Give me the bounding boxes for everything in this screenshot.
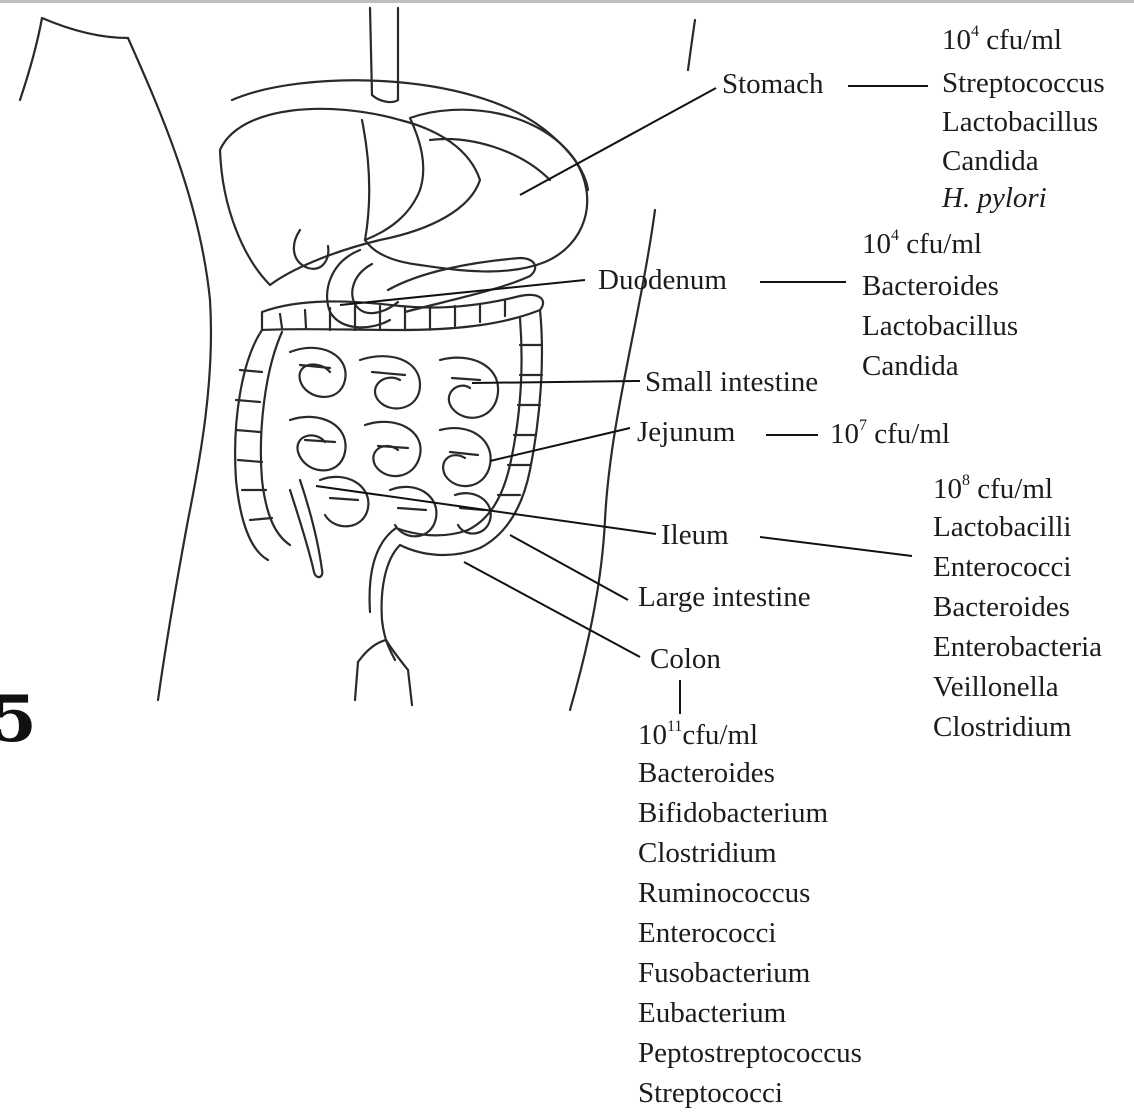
page-fragment-character: 5 [0, 688, 37, 752]
stomach-organism: Lactobacillus [942, 103, 1105, 142]
stomach-count-unit: cfu/ml [979, 24, 1062, 56]
ileum-count-base: 10 [933, 473, 962, 505]
leader-duodenum [340, 280, 585, 305]
colon-organism: Fusobacterium [638, 953, 862, 993]
leader-stomach [520, 88, 716, 195]
label-small-intestine: Small intestine [645, 368, 818, 397]
colon-organism: Bifidobacterium [638, 793, 862, 833]
esophagus [370, 8, 398, 100]
colon-count-unit: cfu/ml [682, 719, 758, 751]
label-ileum: Ileum [661, 521, 729, 550]
descending-haustra [498, 345, 542, 495]
ileum-organism: Clostridium [933, 707, 1102, 747]
label-large-intestine: Large intestine [638, 583, 811, 612]
jejunum-count-unit: cfu/ml [867, 418, 950, 450]
torso-left-side [128, 38, 211, 700]
colon-count-base: 10 [638, 719, 667, 751]
connector-ileum [760, 537, 912, 556]
colon-organism: Clostridium [638, 833, 862, 873]
stomach-count-base: 10 [942, 24, 971, 56]
ileum-count-unit: cfu/ml [970, 473, 1053, 505]
colon-organism: Peptostreptococcus [638, 1033, 862, 1073]
ileum-count-exponent: 8 [962, 472, 970, 489]
colon-organism-list: BacteroidesBifidobacteriumClostridiumRum… [638, 753, 862, 1113]
colon-count-exponent: 11 [667, 718, 682, 735]
jejunum-count-exponent: 7 [859, 417, 867, 434]
label-jejunum: Jejunum [637, 418, 735, 447]
duodenum-organism: Bacteroides [862, 266, 1018, 306]
colon-organism: Eubacterium [638, 993, 862, 1033]
stomach-organism: Candida [942, 142, 1105, 181]
colon-organism: Ruminococcus [638, 873, 862, 913]
duodenum-organism-list: BacteroidesLactobacillusCandida [862, 266, 1018, 386]
liver [220, 109, 480, 285]
ileum-organism: Enterobacteria [933, 627, 1102, 667]
colon-organism: Enterococci [638, 913, 862, 953]
duodenum-count-exponent: 4 [891, 227, 899, 244]
stomach-organism-list: StreptococcusLactobacillusCandida [942, 64, 1105, 181]
appendix [290, 480, 322, 577]
torso-right-shoulder [688, 20, 695, 70]
stomach-organism: Streptococcus [942, 64, 1105, 103]
pancreas [388, 258, 535, 312]
ileum-organism: Lactobacilli [933, 507, 1102, 547]
pelvis-line [358, 640, 408, 670]
duodenum-organ [327, 250, 398, 327]
duodenum-count-base: 10 [862, 228, 891, 260]
jejunum-count-base: 10 [830, 418, 859, 450]
ileum-count: 108 cfu/ml [933, 475, 1053, 504]
colon-count: 1011cfu/ml [638, 721, 758, 750]
torso-left-outline [20, 18, 42, 100]
leader-jejunum [490, 428, 630, 461]
label-colon: Colon [650, 645, 721, 674]
stomach-count: 104 cfu/ml [942, 26, 1062, 55]
ileum-organism: Veillonella [933, 667, 1102, 707]
label-stomach: Stomach [722, 70, 824, 99]
left-arm [42, 18, 128, 38]
duodenum-organism: Candida [862, 346, 1018, 386]
ileum-organism: Enterococci [933, 547, 1102, 587]
duodenum-count: 104 cfu/ml [862, 230, 982, 259]
stomach-fold [430, 139, 550, 180]
leg-gap-right [408, 670, 412, 705]
label-duodenum: Duodenum [598, 266, 727, 295]
ascending-haustra [236, 370, 272, 520]
leg-gap-left [355, 662, 358, 700]
diaphragm [232, 80, 588, 190]
duodenum-organism: Lactobacillus [862, 306, 1018, 346]
colon-organism: Bacteroides [638, 753, 862, 793]
ileum-organism-list: LactobacilliEnterococciBacteroidesEntero… [933, 507, 1102, 747]
leader-colon [464, 562, 640, 657]
stomach-organism-hpylori: H. pylori [942, 184, 1047, 213]
sigmoid-colon [370, 528, 480, 660]
liver-lobe-line [362, 120, 369, 240]
jejunum-count: 107 cfu/ml [830, 420, 950, 449]
ileum-organism: Bacteroides [933, 587, 1102, 627]
colon-organism: Streptococci [638, 1073, 862, 1113]
leader-large-intestine [510, 535, 628, 600]
duodenum-count-unit: cfu/ml [899, 228, 982, 260]
esophagus-base [372, 95, 398, 102]
ascending-colon [235, 330, 290, 560]
stomach-count-exponent: 4 [971, 23, 979, 40]
